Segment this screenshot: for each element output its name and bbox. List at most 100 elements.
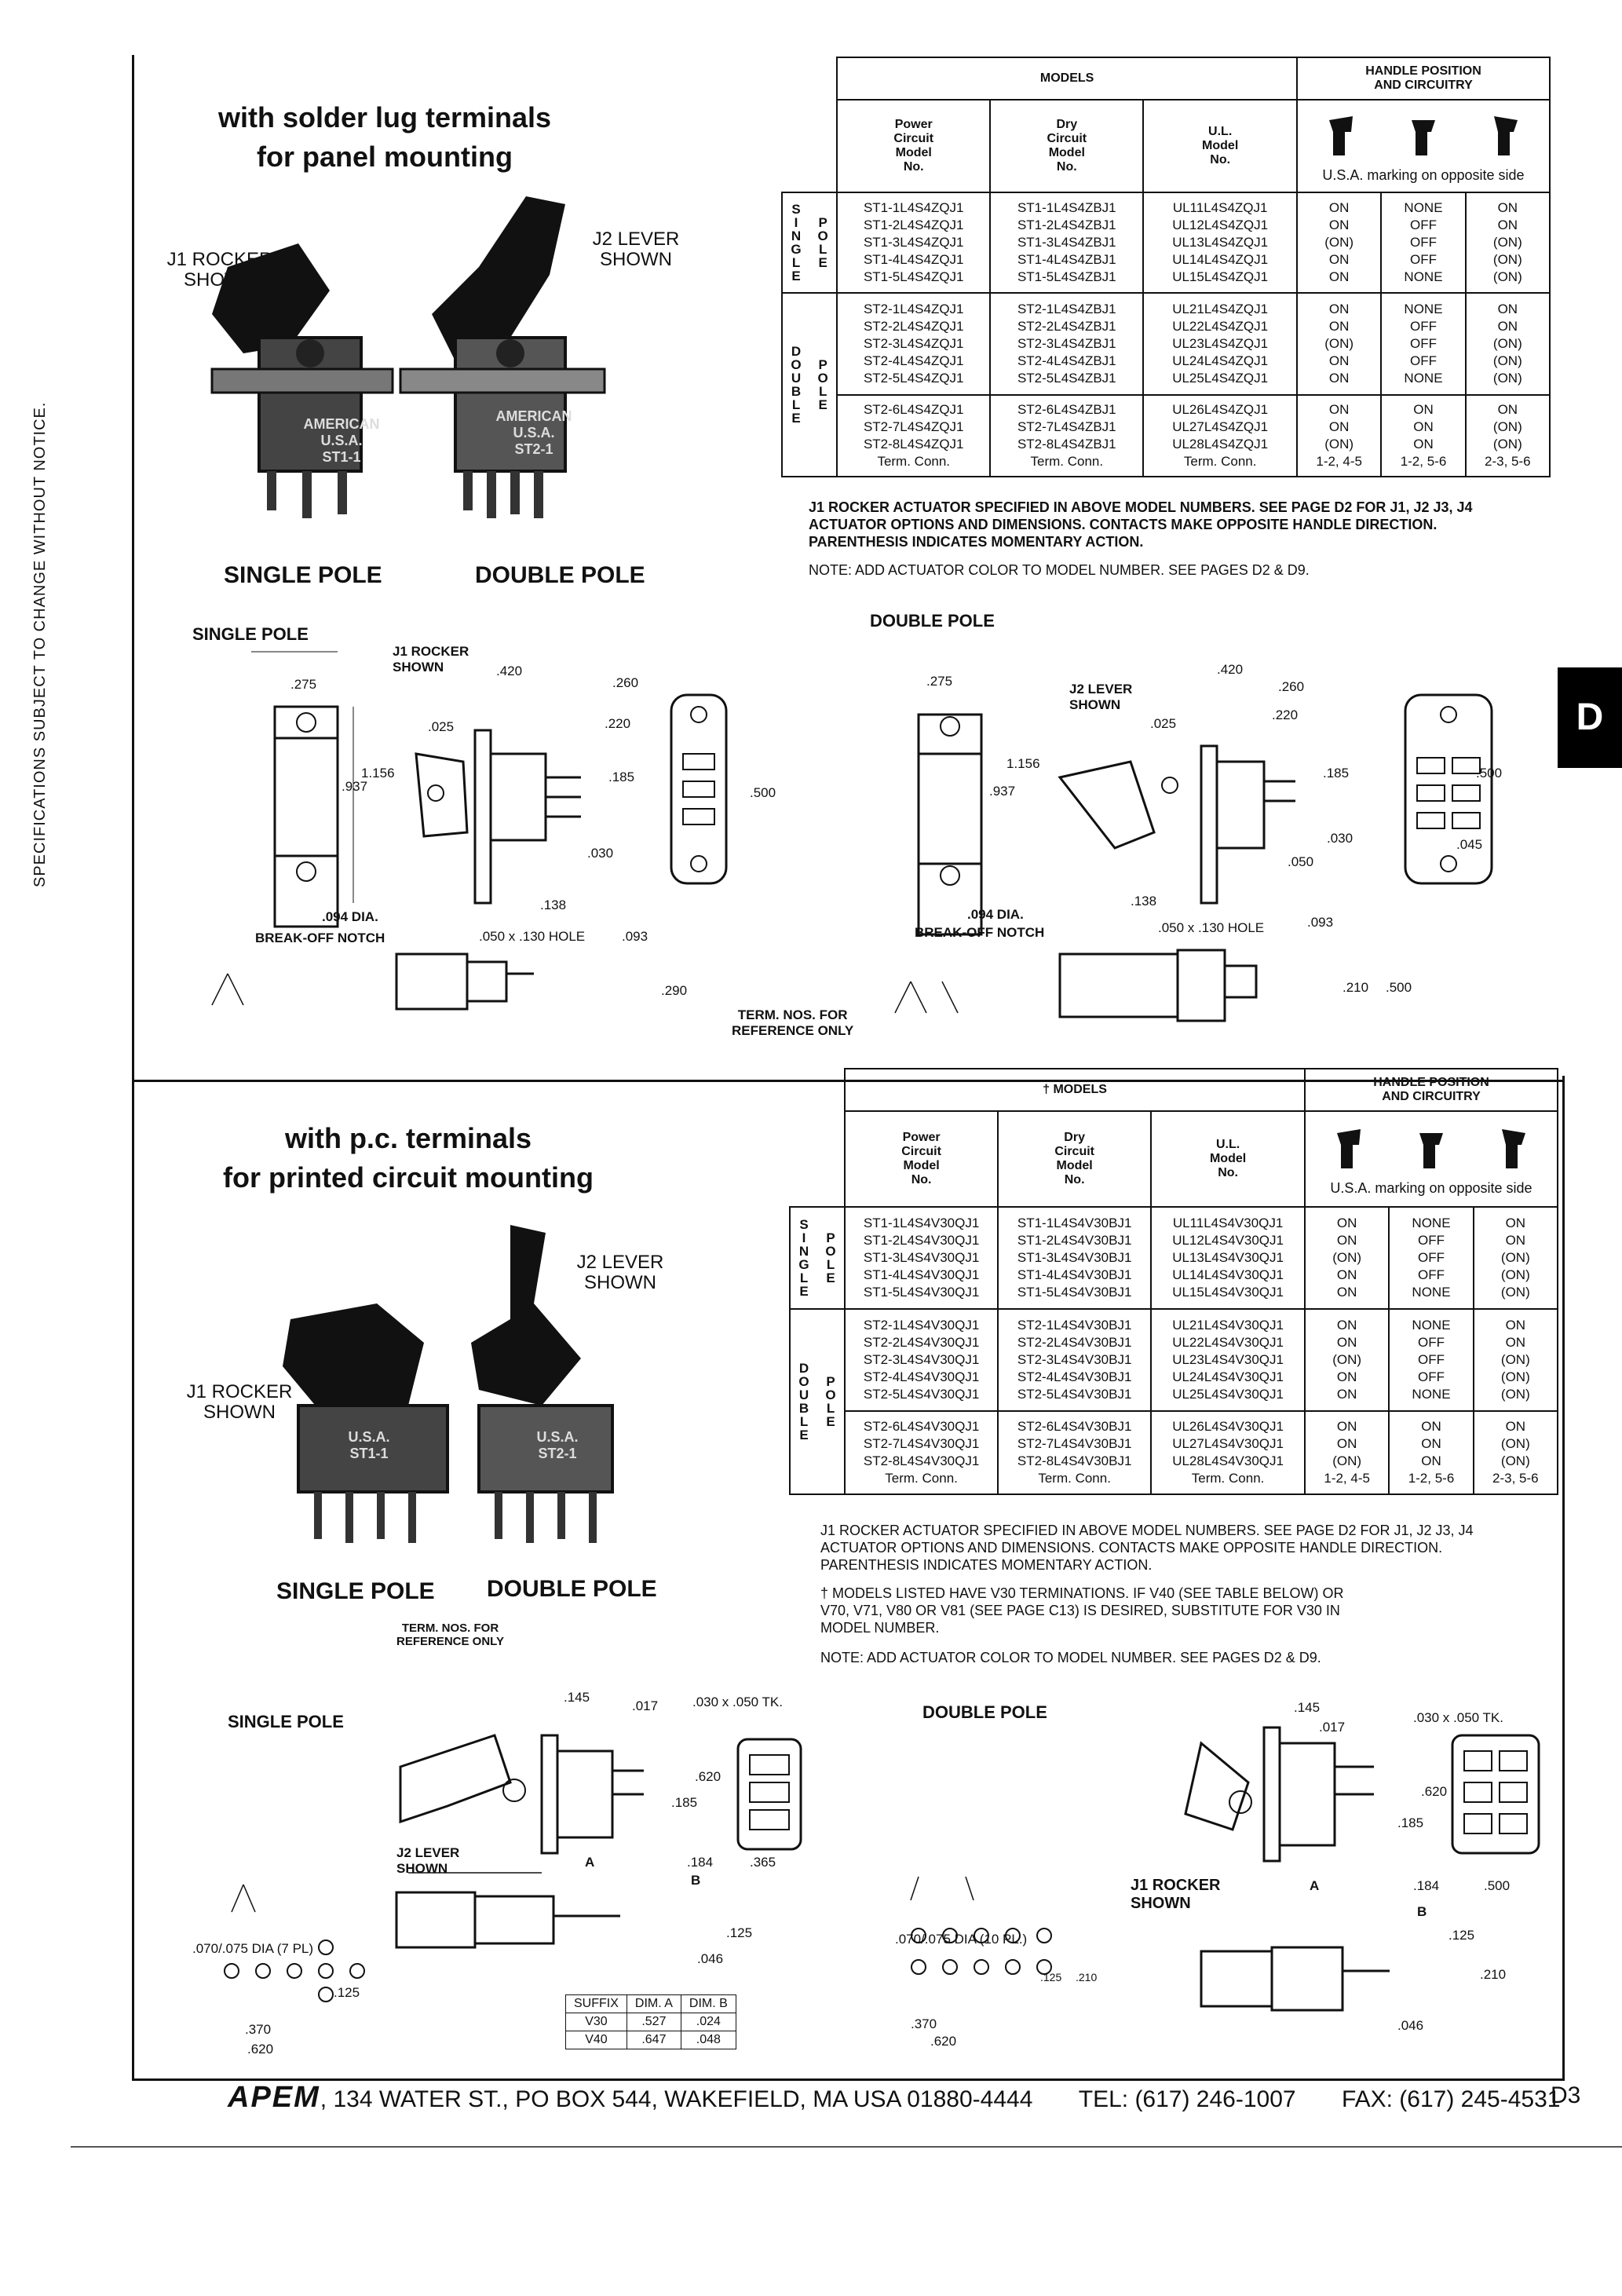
- top-j2-lever-label: J2 LEVER SHOWN: [1069, 682, 1133, 712]
- top-handle-header: HANDLE POSITION AND CIRCUITRY: [1296, 57, 1551, 101]
- top-photo-text-2: AMERICAN U.S.A. ST2-1: [495, 408, 572, 457]
- top-single-h3: ON ON (ON) (ON) (ON): [1464, 192, 1551, 294]
- suffix-row-dim-a: .647: [626, 2031, 681, 2049]
- top-note-2: NOTE: ADD ACTUATOR COLOR TO MODEL NUMBER…: [809, 562, 1310, 578]
- top-dp-dim-275: .275: [926, 674, 953, 689]
- bp-dim-125: .125: [726, 1925, 753, 1940]
- suffix-header-dim-b: DIM. B: [680, 1994, 736, 2013]
- bd-dim-145: .145: [1294, 1700, 1321, 1715]
- section-tab-d: D: [1558, 667, 1622, 768]
- dim-030: .030: [587, 846, 614, 861]
- top-dp-dim-220: .220: [1272, 707, 1299, 722]
- bd-dim-046: .046: [1397, 2018, 1424, 2033]
- top-pole-single: P O L E: [817, 215, 828, 270]
- top-dp-dia-label: .094 DIA.: [967, 907, 1024, 922]
- top-single-power: ST1-1L4S4ZQJ1 ST1-2L4S4ZQJ1 ST1-3L4S4ZQJ…: [836, 192, 992, 294]
- top-dp-dim-260: .260: [1278, 679, 1305, 694]
- bp-dim-046: .046: [697, 1951, 724, 1966]
- bottom-note-2: † MODELS LISTED HAVE V30 TERMINATIONS. I…: [820, 1585, 1344, 1636]
- top-lever-label: J2 LEVER SHOWN: [592, 229, 680, 270]
- dim-220: .220: [605, 716, 631, 731]
- bp-dia-7: .070/.075 DIA (7 PL): [192, 1941, 314, 1956]
- suffix-header-dim-a: DIM. A: [626, 1994, 681, 2013]
- bottom-single-h1: ON ON (ON) ON ON: [1303, 1206, 1390, 1310]
- top-single-pole-label: SINGLE POLE: [224, 562, 382, 588]
- bottom-double-b-ul: UL26L4S4V30QJ1 UL27L4S4V30QJ1 UL28L4S4V3…: [1150, 1410, 1306, 1495]
- top-switch-photos: [210, 196, 606, 518]
- bottom-single-h2: NONE OFF OFF OFF NONE: [1388, 1206, 1474, 1310]
- top-col-ul: U.L. Model No.: [1142, 99, 1298, 193]
- bd-dim-210: .210: [1480, 1967, 1507, 1982]
- footer-address: , 134 WATER ST., PO BOX 544, WAKEFIELD, …: [320, 2086, 1033, 2112]
- bottom-models-table: † MODELS HANDLE POSITION AND CIRCUITRY P…: [788, 1068, 1559, 1495]
- bp-dim-a: A: [585, 1855, 595, 1870]
- bottom-pole-single: P O L E: [825, 1230, 836, 1285]
- top-drawing-double-pole: DOUBLE POLE: [870, 611, 995, 631]
- bd-dim-210b: .210: [1076, 1971, 1098, 1983]
- bd-dim-b: B: [1417, 1904, 1427, 1919]
- bottom-pole-double: P O L E: [825, 1374, 836, 1429]
- bottom-double-a-ul: UL21L4S4V30QJ1 UL22L4S4V30QJ1 UL23L4S4V3…: [1150, 1308, 1306, 1412]
- top-dp-dim-500b: .500: [1386, 980, 1412, 995]
- bottom-handle-position-icons: [1337, 1129, 1525, 1168]
- dim-093: .093: [622, 929, 648, 944]
- top-col-dry: Dry Circuit Model No.: [989, 99, 1145, 193]
- top-dp-hole-label: .050 x .130 HOLE: [1158, 920, 1265, 935]
- bottom-usa-marking: U.S.A. marking on opposite side: [1330, 1180, 1532, 1196]
- top-dp-dim-025: .025: [1150, 716, 1177, 731]
- top-double-a-h1: ON ON (ON) ON ON: [1295, 292, 1383, 396]
- top-double-a-h3: ON ON (ON) (ON) (ON): [1464, 292, 1551, 396]
- top-single-dry: ST1-1L4S4ZBJ1 ST1-2L4S4ZBJ1 ST1-3L4S4ZBJ…: [989, 192, 1145, 294]
- bp-dim-620b: .620: [247, 2042, 274, 2057]
- suffix-row-suffix: V30: [565, 2013, 627, 2031]
- bottom-rocker-photo: [283, 1303, 449, 1543]
- dim-185: .185: [608, 770, 635, 784]
- top-title-line1: with solder lug terminals: [217, 101, 552, 133]
- hole-label: .050 x .130 HOLE: [479, 929, 586, 944]
- bottom-photo-text-1: U.S.A. ST1-1: [348, 1429, 390, 1461]
- top-single-ul: UL11L4S4ZQJ1 UL12L4S4ZQJ1 UL13L4S4ZQJ1 U…: [1142, 192, 1298, 294]
- top-group-double: D O U B L E: [791, 344, 802, 426]
- top-models-header: MODELS: [836, 57, 1298, 101]
- top-pole-double: P O L E: [817, 357, 828, 412]
- bottom-single-pole-label: SINGLE POLE: [276, 1578, 435, 1604]
- top-note-1: J1 ROCKER ACTUATOR SPECIFIED IN ABOVE MO…: [809, 499, 1473, 550]
- specifications-side-note: SPECIFICATIONS SUBJECT TO CHANGE WITHOUT…: [31, 401, 49, 887]
- top-double-a-h2: NONE OFF OFF OFF NONE: [1380, 292, 1467, 396]
- top-dp-dim-030: .030: [1327, 831, 1353, 846]
- dim-420: .420: [496, 664, 523, 678]
- breakoff-label: BREAK-OFF NOTCH: [255, 930, 385, 945]
- page-footer-rule: [71, 2146, 1622, 2148]
- lever-switch-photo: [399, 196, 606, 518]
- dim-1156: 1.156: [361, 766, 395, 781]
- bottom-double-a-dry: ST2-1L4S4V30BJ1 ST2-2L4S4V30BJ1 ST2-3L4S…: [997, 1308, 1153, 1412]
- dim-138: .138: [540, 898, 567, 912]
- top-dp-dim-1156: 1.156: [1006, 756, 1040, 771]
- top-double-b-ul: UL26L4S4ZQJ1 UL27L4S4ZQJ1 UL28L4S4ZQJ1 T…: [1142, 394, 1298, 477]
- suffix-table: SUFFIX DIM. A DIM. B V30 .527 .024 V40 .…: [565, 1994, 736, 2049]
- bottom-drawing-double-pole: DOUBLE POLE: [922, 1702, 1047, 1722]
- bd-dim-125: .125: [1448, 1928, 1475, 1943]
- dim-937: .937: [342, 779, 368, 794]
- top-photo-text-1: AMERICAN U.S.A. ST1-1: [303, 416, 380, 465]
- bd-dim-030x050: .030 x .050 TK.: [1413, 1710, 1503, 1725]
- top-double-pole-label: DOUBLE POLE: [475, 562, 645, 588]
- suffix-row-suffix: V40: [565, 2031, 627, 2049]
- bottom-double-a-h3: ON ON (ON) (ON) (ON): [1472, 1308, 1559, 1412]
- bottom-group-double: D O U B L E: [798, 1361, 809, 1442]
- bottom-drawing-single-pole: SINGLE POLE: [228, 1712, 344, 1731]
- bottom-term-nos: TERM. NOS. FOR REFERENCE ONLY: [396, 1621, 504, 1648]
- top-double-b-h1: ON ON (ON) 1-2, 4-5: [1295, 394, 1383, 477]
- bottom-title: with p.c. terminals for printed circuit …: [181, 1119, 636, 1197]
- suffix-row-dim-b: .048: [680, 2031, 736, 2049]
- suffix-row-dim-a: .527: [626, 2013, 681, 2031]
- bd-dia-10: .070/.075 DIA (10 PL.): [895, 1932, 1028, 1947]
- top-double-b-h3: ON (ON) (ON) 2-3, 5-6: [1464, 394, 1551, 477]
- dim-260: .260: [612, 675, 639, 690]
- top-col-power: Power Circuit Model No.: [836, 99, 992, 193]
- bottom-title-line1: with p.c. terminals: [284, 1122, 532, 1154]
- top-double-b-power: ST2-6L4S4ZQJ1 ST2-7L4S4ZQJ1 ST2-8L4S4ZQJ…: [836, 394, 992, 477]
- bottom-double-b-h1: ON ON (ON) 1-2, 4-5: [1303, 1410, 1390, 1495]
- bd-dim-620b: .620: [930, 2034, 957, 2049]
- bottom-double-b-power: ST2-6L4S4V30QJ1 ST2-7L4S4V30QJ1 ST2-8L4S…: [844, 1410, 999, 1495]
